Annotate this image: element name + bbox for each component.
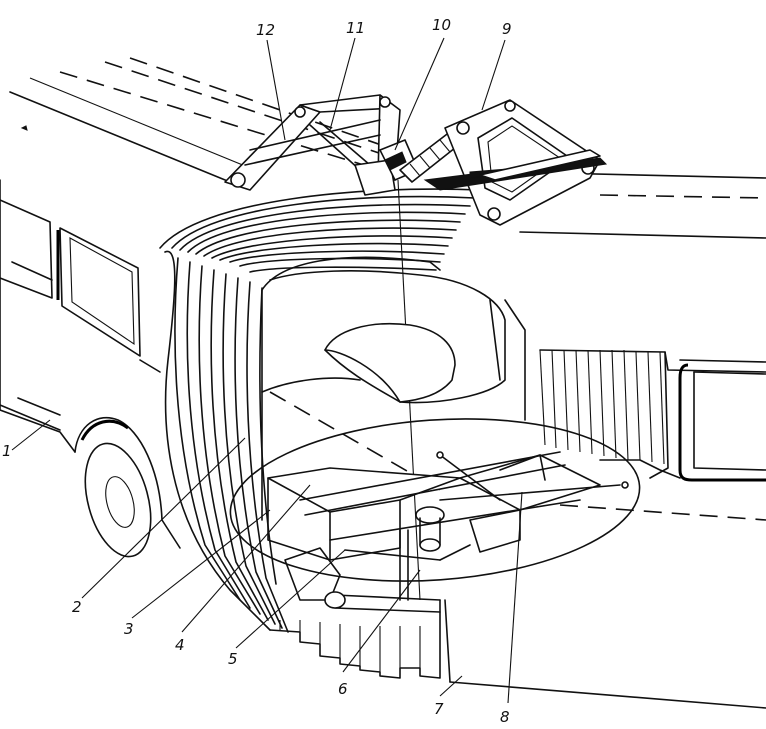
leader-9 — [481, 39, 506, 111]
lower-linkage — [284, 529, 471, 613]
leader-1 — [11, 419, 51, 451]
callout-10: 10 — [432, 16, 451, 34]
callout-4: 4 — [175, 636, 185, 654]
callout-7: 7 — [434, 700, 444, 718]
callout-1: 1 — [2, 442, 12, 460]
callout-9: 9 — [502, 20, 512, 38]
callout-5: 5 — [228, 650, 238, 668]
callout-labels: 1 2 3 4 5 6 7 8 9 10 11 12 — [2, 16, 512, 726]
callout-11: 11 — [346, 19, 365, 37]
leader-12 — [266, 39, 286, 141]
rear-bus-body — [444, 171, 766, 709]
front-bus-body — [0, 77, 251, 453]
leader-3 — [131, 509, 271, 619]
leader-8 — [507, 491, 523, 704]
leader-lines — [11, 37, 523, 704]
turntable — [229, 418, 641, 582]
callout-8: 8 — [500, 708, 510, 726]
bellows — [159, 188, 511, 679]
leader-11 — [329, 37, 356, 131]
leader-5 — [235, 549, 346, 649]
leader-4 — [181, 484, 311, 633]
callout-12: 12 — [256, 21, 275, 39]
dashed-guide-lines — [59, 57, 766, 601]
callout-2: 2 — [72, 598, 82, 616]
front-wheel — [74, 416, 181, 558]
callout-3: 3 — [124, 620, 134, 638]
interior-canopy — [261, 270, 526, 421]
leader-2 — [81, 437, 246, 599]
roof-linkage — [224, 94, 608, 226]
leader-6 — [342, 569, 421, 673]
callout-6: 6 — [338, 680, 348, 698]
leader-7 — [439, 675, 463, 697]
leader-10 — [394, 37, 445, 151]
